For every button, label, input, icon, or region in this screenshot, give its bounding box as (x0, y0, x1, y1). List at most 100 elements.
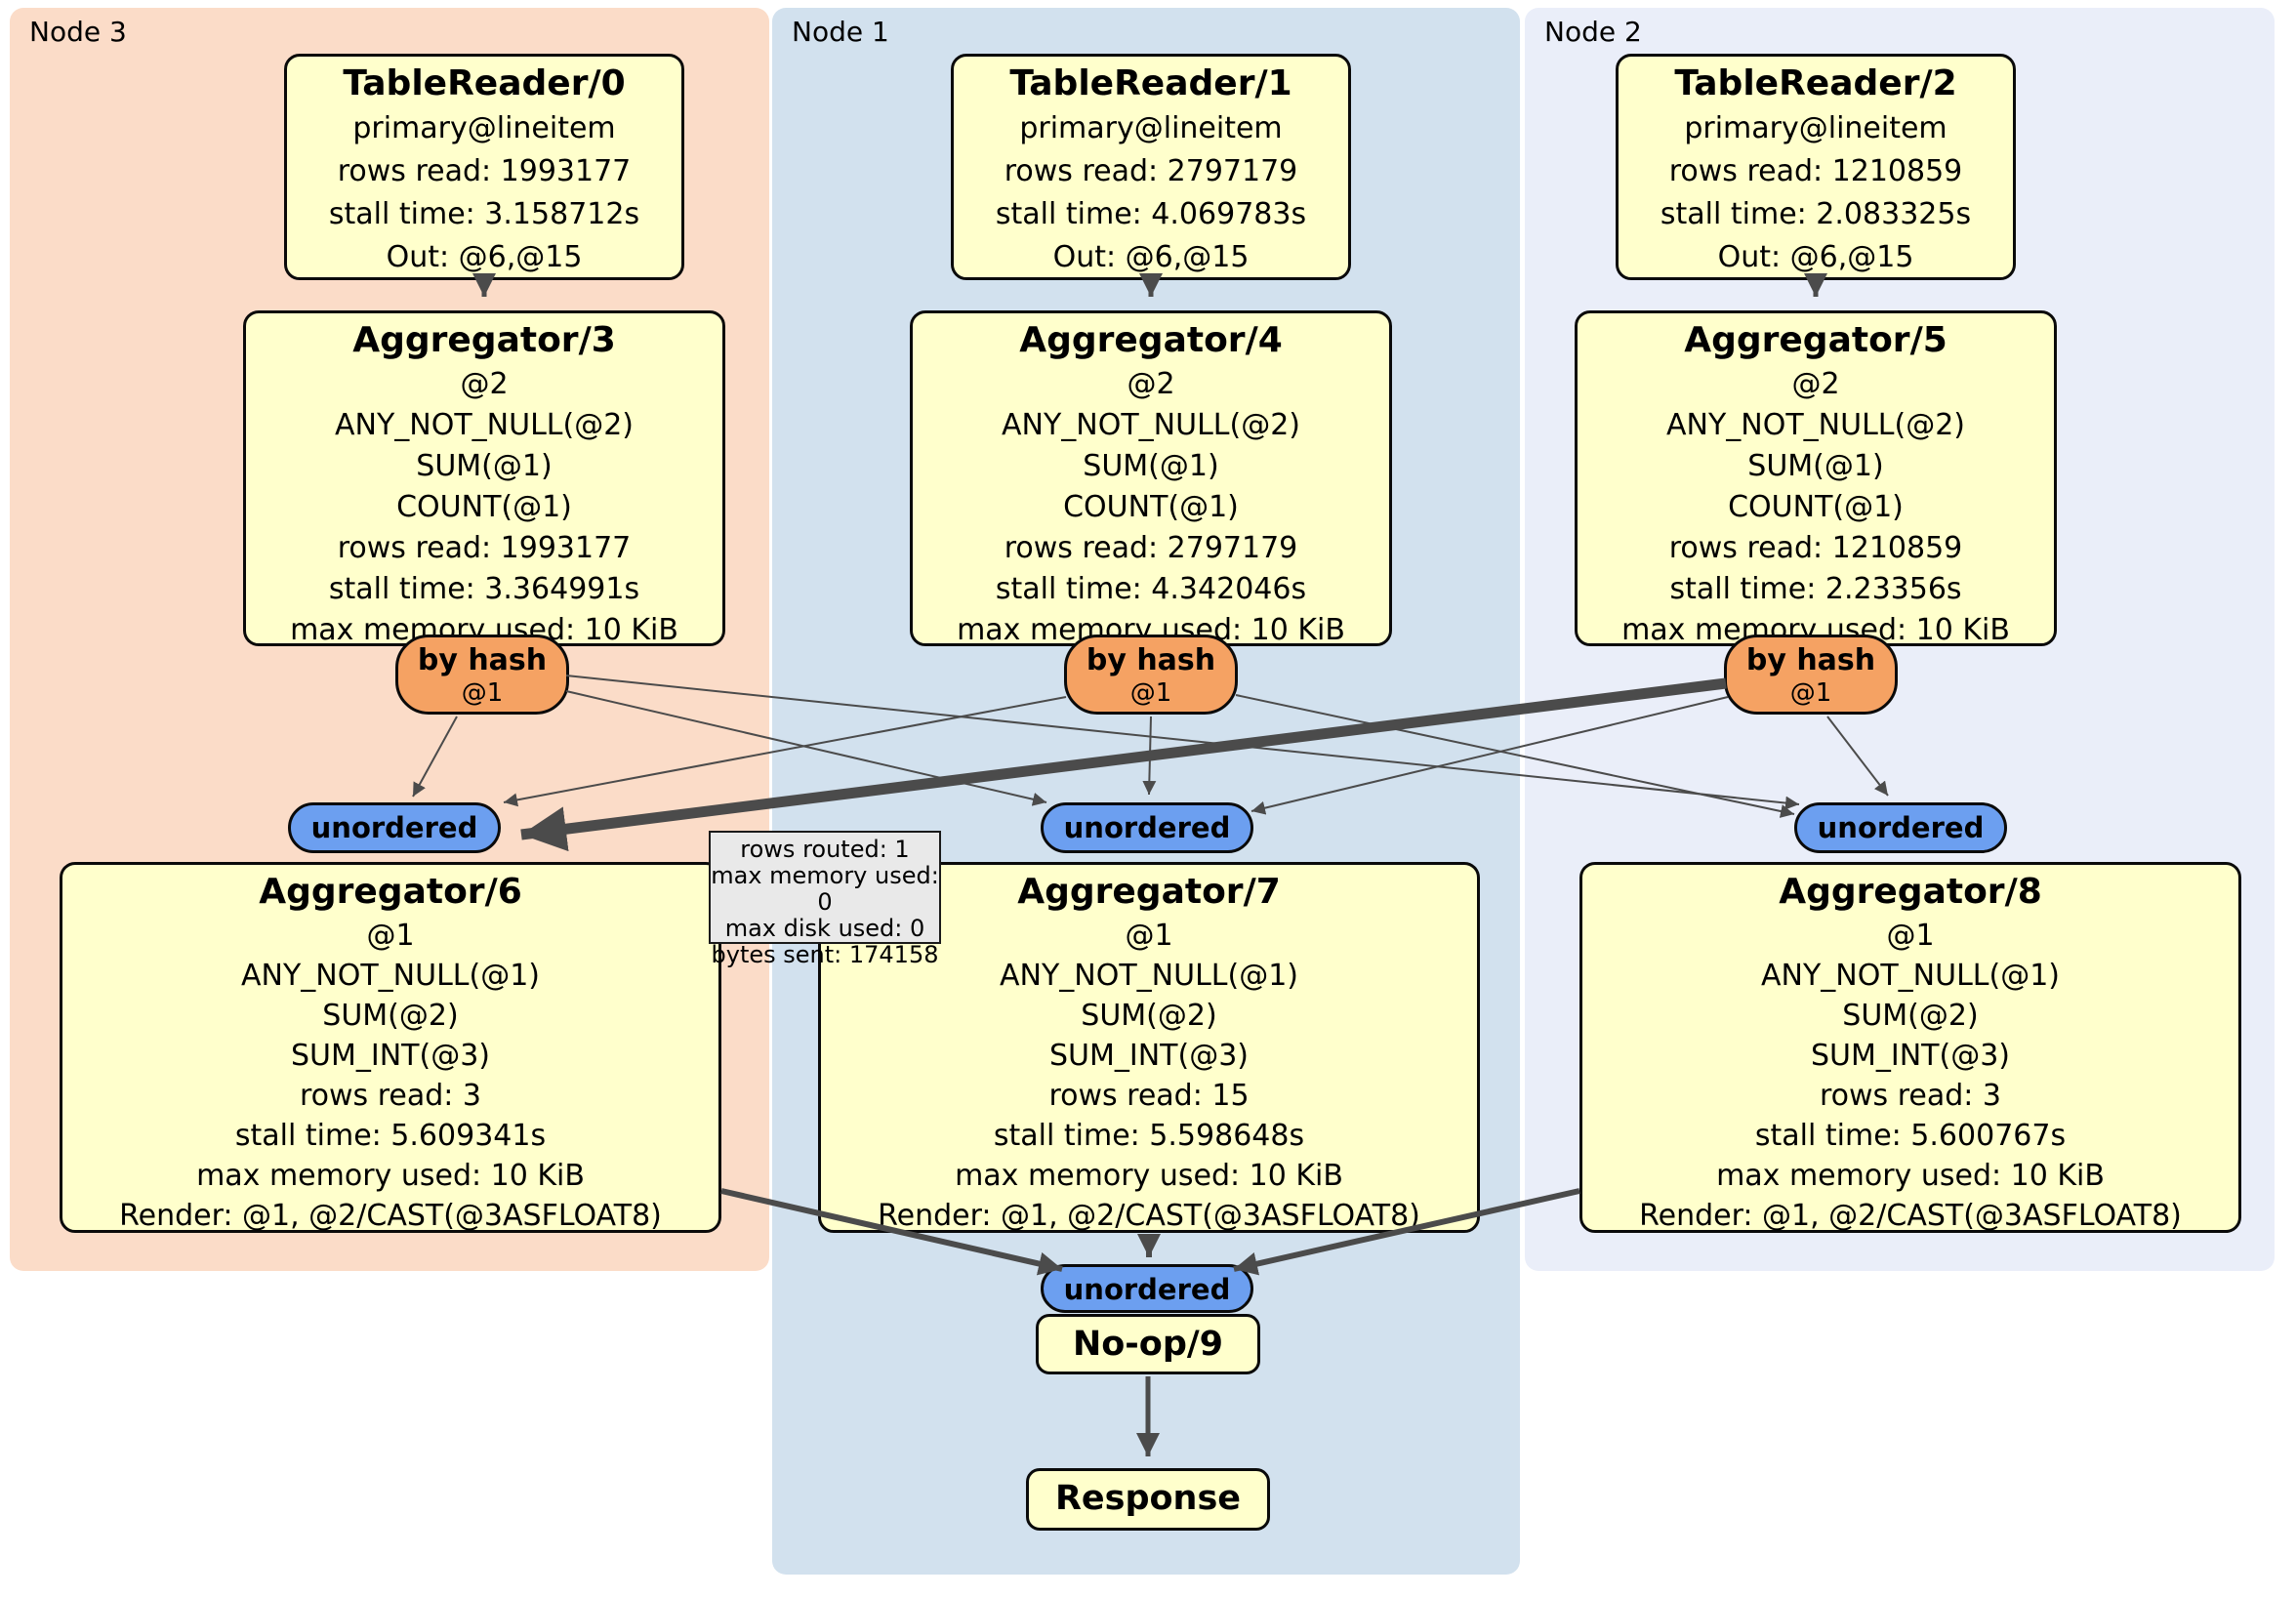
node-lines: primary@lineitem rows read: 2797179 stall … (954, 107, 1348, 279)
box-line: COUNT(@1) (1728, 490, 1904, 524)
sync-unordered-final[interactable]: unordered (1041, 1264, 1253, 1313)
sync-unordered-node1[interactable]: unordered (1041, 802, 1253, 853)
box-line: stall time: 5.609341s (234, 1119, 547, 1153)
node-tablereader-0[interactable]: TableReader/0 primary@lineitem rows read:… (284, 54, 684, 280)
box-line: stall time: 5.600767s (1754, 1119, 2067, 1153)
box-line: rows read: 1993177 (337, 154, 632, 188)
node-title: TableReader/1 (1009, 63, 1292, 103)
box-line: rows routed: 1 (740, 836, 910, 863)
box-line: @2 (1127, 367, 1175, 401)
box-line: rows read: 2797179 (1004, 154, 1298, 188)
node-title: TableReader/2 (1674, 63, 1957, 103)
box-line: SUM_INT(@3) (1811, 1039, 2010, 1073)
box-line: @1 (1125, 919, 1173, 953)
box-line: primary@lineitem (1684, 111, 1948, 145)
node-title: Aggregator/7 (1017, 872, 1281, 912)
router-hash-column: @1 (461, 678, 504, 708)
box-line: max memory used: 10 KiB (196, 1159, 585, 1193)
node-title: Aggregator/5 (1684, 320, 1948, 360)
box-line: rows read: 1210859 (1668, 154, 1963, 188)
box-line: rows read: 1210859 (1668, 531, 1963, 565)
node-tablereader-2[interactable]: TableReader/2 primary@lineitem rows read:… (1616, 54, 2016, 280)
node-title: TableReader/0 (343, 63, 626, 103)
box-line: ANY_NOT_NULL(@2) (1002, 408, 1300, 442)
box-line: stall time: 5.598648s (993, 1119, 1305, 1153)
sync-label: unordered (1817, 811, 1985, 844)
sync-unordered-node3[interactable]: unordered (288, 802, 501, 853)
box-line: stall time: 2.23356s (1669, 572, 1962, 606)
box-line: Out: @6,@15 (1052, 240, 1250, 274)
box-line: SUM(@1) (416, 449, 553, 483)
box-line: Render: @1, @2/CAST(@3ASFLOAT8) (1639, 1199, 2182, 1233)
box-line: rows read: 2797179 (1004, 531, 1298, 565)
box-line: primary@lineitem (1019, 111, 1283, 145)
node-tablereader-1[interactable]: TableReader/1 primary@lineitem rows read:… (951, 54, 1351, 280)
box-line: SUM(@2) (1081, 999, 1217, 1033)
sync-unordered-node2[interactable]: unordered (1794, 802, 2007, 853)
box-line: @2 (1791, 367, 1840, 401)
node-noop-9[interactable]: No-op/9 (1036, 1314, 1260, 1374)
box-line: @1 (1886, 919, 1935, 953)
router-by-hash-node3[interactable]: by hash @1 (395, 635, 569, 715)
box-line: rows read: 1993177 (337, 531, 632, 565)
router-hash-column: @1 (1129, 678, 1172, 708)
router-label: by hash (417, 643, 548, 677)
router-by-hash-node2[interactable]: by hash @1 (1724, 635, 1898, 715)
box-line: bytes sent: 174158 (711, 941, 939, 968)
sync-label: unordered (1063, 1273, 1231, 1306)
box-line: stall time: 3.364991s (328, 572, 640, 606)
panel-node3-label: Node 3 (29, 16, 127, 48)
box-line: stall time: 4.069783s (995, 197, 1307, 231)
node-title: Aggregator/4 (1019, 320, 1283, 360)
box-line: ANY_NOT_NULL(@1) (1761, 959, 2060, 993)
box-line: SUM(@2) (1842, 999, 1979, 1033)
box-line: Out: @6,@15 (386, 240, 583, 274)
router-by-hash-node1[interactable]: by hash @1 (1064, 635, 1238, 715)
box-line: Out: @6,@15 (1717, 240, 1914, 274)
node-title: Aggregator/8 (1779, 872, 2042, 912)
box-line: rows read: 3 (1819, 1079, 2002, 1113)
box-line: @2 (460, 367, 509, 401)
node-response[interactable]: Response (1026, 1468, 1270, 1531)
box-line: primary@lineitem (352, 111, 616, 145)
box-line: Render: @1, @2/CAST(@3ASFLOAT8) (119, 1199, 662, 1233)
node-title: Aggregator/6 (259, 872, 522, 912)
panel-node1-label: Node 1 (792, 16, 889, 48)
box-line: ANY_NOT_NULL(@1) (1000, 959, 1298, 993)
box-line: Render: @1, @2/CAST(@3ASFLOAT8) (878, 1199, 1420, 1233)
box-line: SUM(@1) (1083, 449, 1219, 483)
panel-node2-label: Node 2 (1544, 16, 1642, 48)
box-line: SUM(@2) (322, 999, 459, 1033)
router-label: by hash (1745, 643, 1876, 677)
box-line: COUNT(@1) (1063, 490, 1239, 524)
box-line: max disk used: 0 (724, 915, 925, 942)
box-line: ANY_NOT_NULL(@1) (241, 959, 540, 993)
box-line: ANY_NOT_NULL(@2) (335, 408, 634, 442)
box-line: stall time: 4.342046s (995, 572, 1307, 606)
node-title: Response (1054, 1479, 1242, 1518)
node-title: No-op/9 (1072, 1325, 1224, 1364)
box-line: rows read: 3 (299, 1079, 482, 1113)
box-line: stall time: 2.083325s (1660, 197, 1972, 231)
router-label: by hash (1086, 643, 1216, 677)
box-line: max memory used: 10 KiB (1716, 1159, 2105, 1193)
box-line: COUNT(@1) (396, 490, 572, 524)
box-line: SUM_INT(@3) (291, 1039, 490, 1073)
node-title: Aggregator/3 (352, 320, 616, 360)
router-hash-column: @1 (1789, 678, 1832, 708)
box-line: max memory used: 0 (711, 862, 939, 916)
box-line: SUM(@1) (1747, 449, 1884, 483)
box-line: SUM_INT(@3) (1049, 1039, 1249, 1073)
